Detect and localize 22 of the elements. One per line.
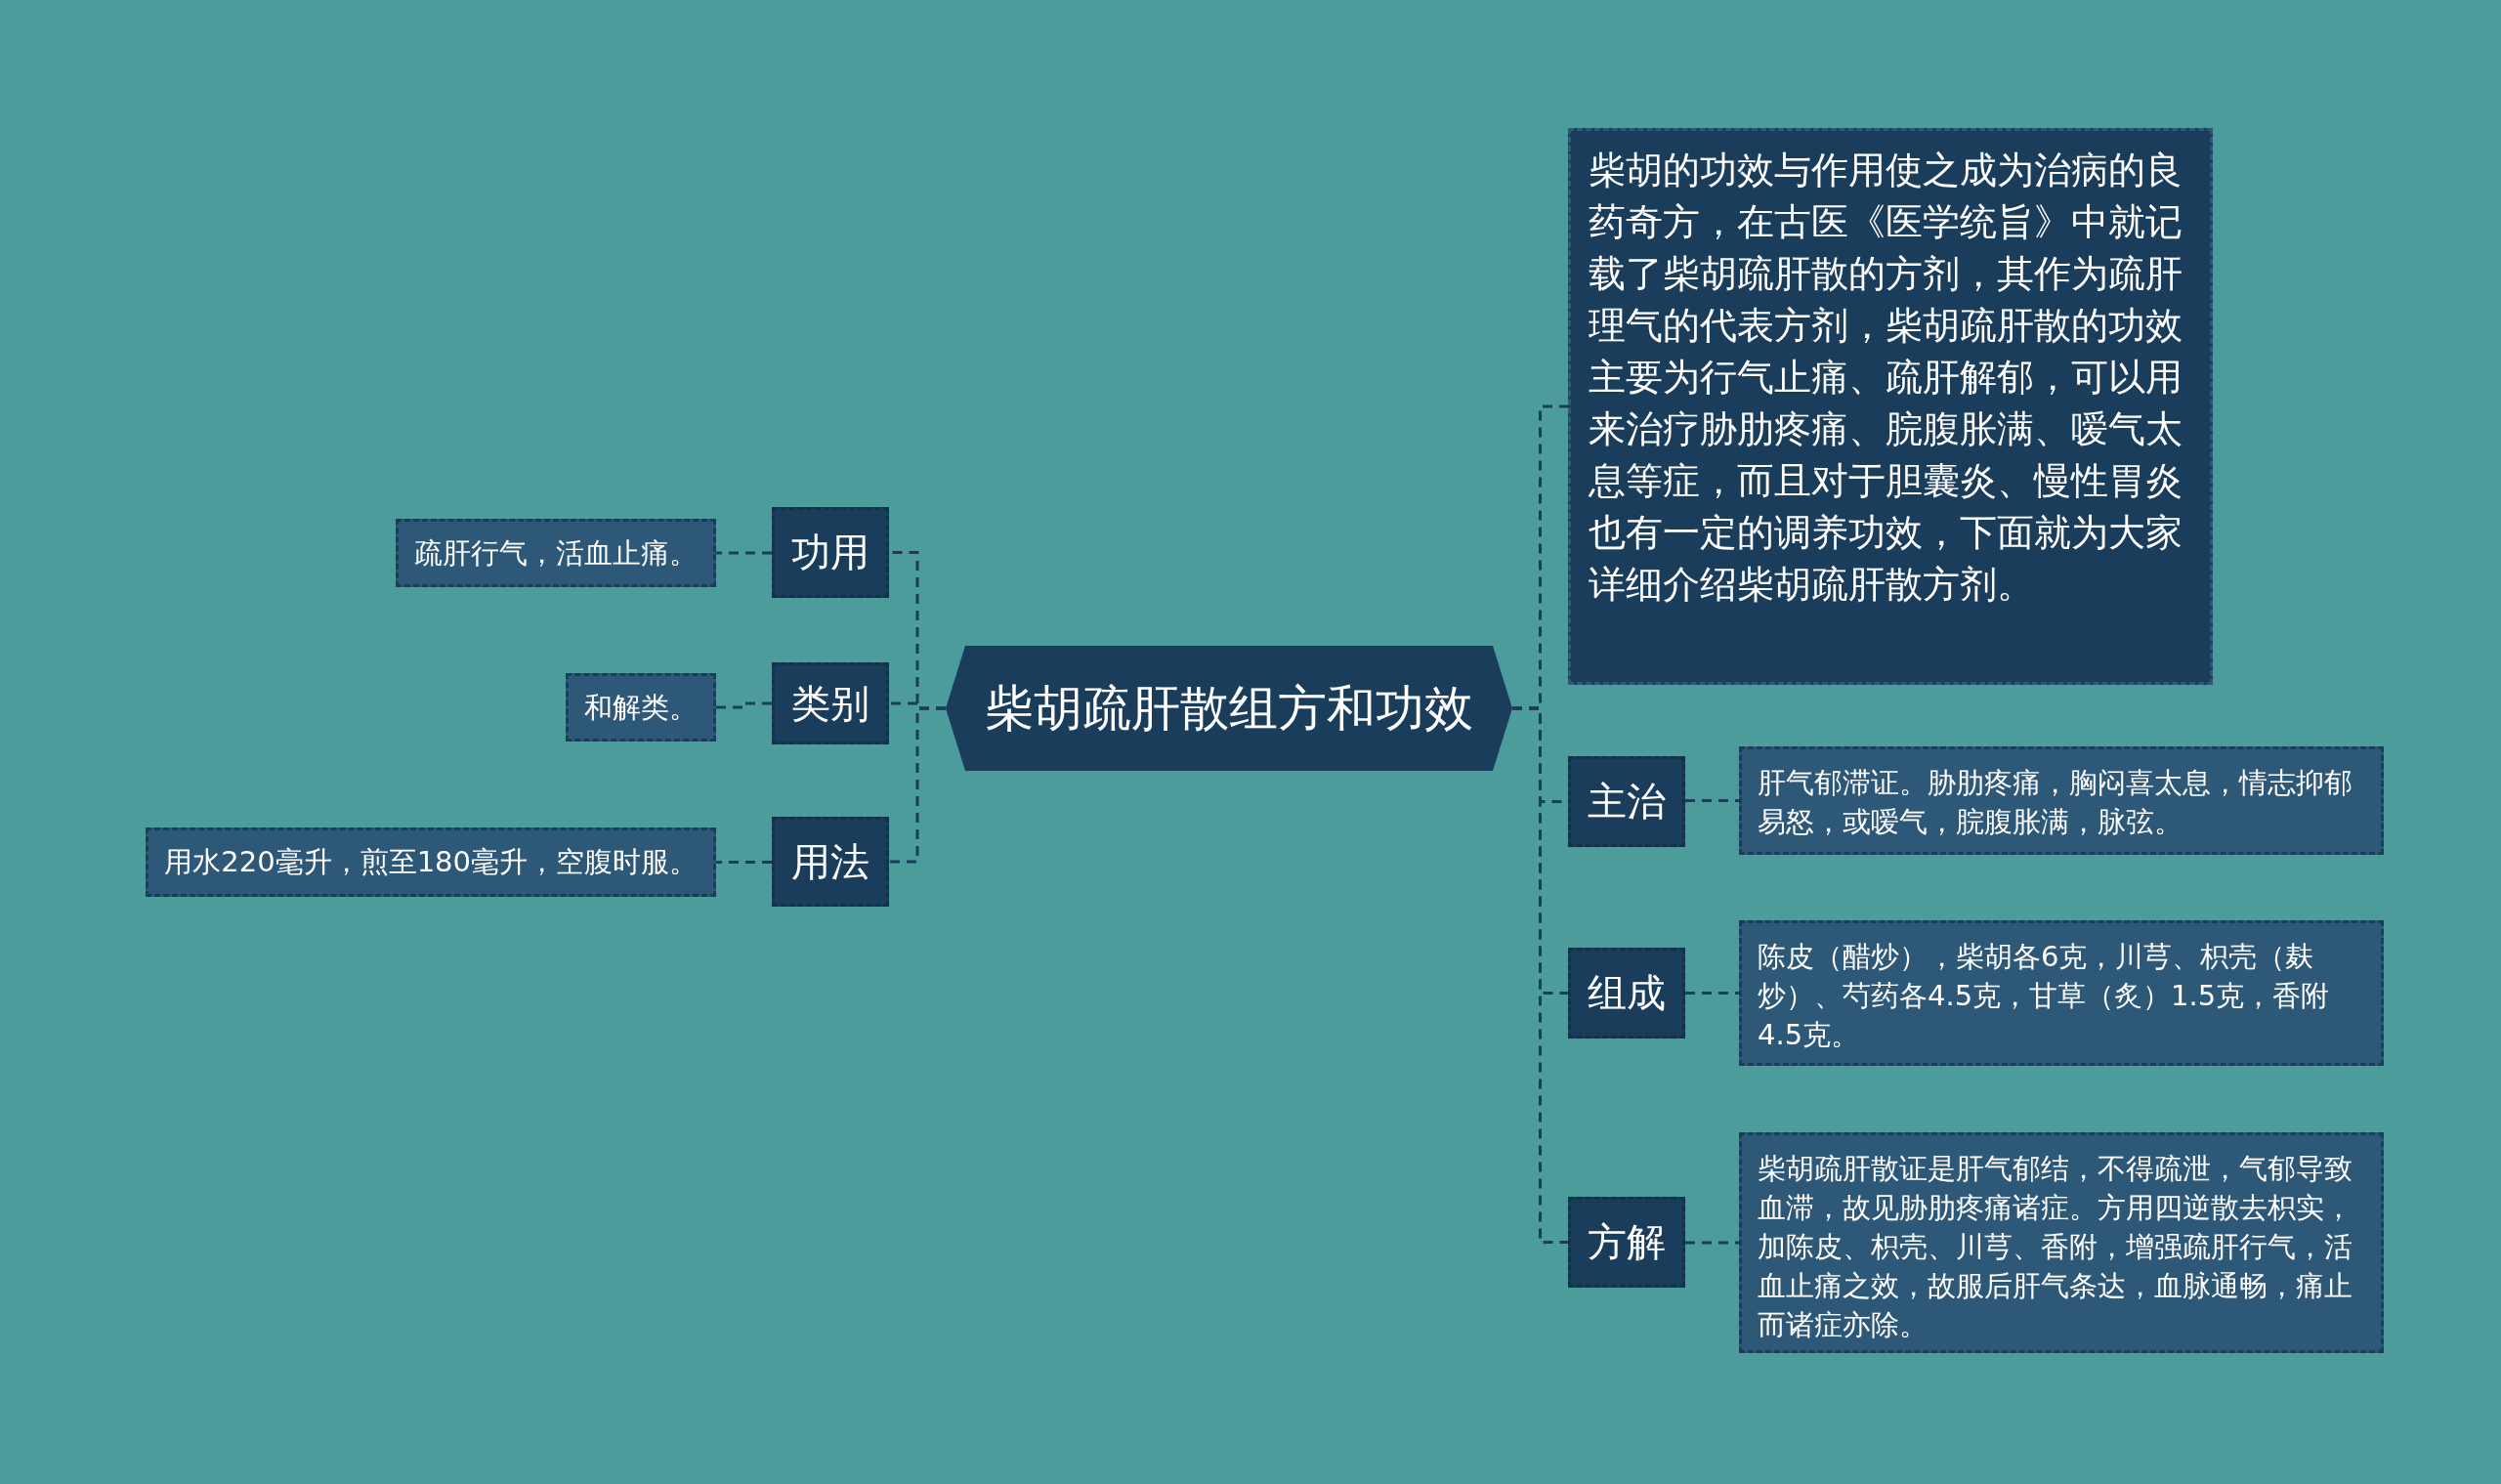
branch-label: 方解 — [1568, 1197, 1685, 1288]
connector-line — [716, 861, 772, 864]
topic-title: 柴胡疏肝散组方和功效 — [985, 678, 1473, 739]
branch-label: 组成 — [1568, 948, 1685, 1039]
branch-label: 功用 — [772, 507, 889, 598]
detail-note: 用水220毫升，煎至180毫升，空腹时服。 — [146, 827, 716, 897]
branch-label: 用法 — [772, 817, 889, 907]
connector-line — [716, 701, 772, 709]
connector-line — [1685, 992, 1739, 995]
detail-note: 肝气郁滞证。胁肋疼痛，胸闷喜太息，情志抑郁易怒，或嗳气，脘腹胀满，脉弦。 — [1739, 746, 2384, 855]
branch-label: 主治 — [1568, 756, 1685, 847]
detail-note: 柴胡疏肝散证是肝气郁结，不得疏泄，气郁导致血滞，故见胁肋疼痛诸症。方用四逆散去枳实，加陈皮、枳壳、川芎、香附，增强疏肝行气，活血止痛之效，故服后肝气条达，血脉通畅，痛止而诸症亦除。 — [1739, 1132, 2384, 1353]
connector-line — [1512, 706, 1568, 1244]
connector-line — [1685, 799, 1739, 802]
detail-note: 陈皮（醋炒），柴胡各6克，川芎、枳壳（麸炒）、芍药各4.5克，甘草（炙）1.5克，香附4.5克。 — [1739, 920, 2384, 1066]
connector-line — [1685, 1241, 1739, 1245]
connector-line — [889, 706, 946, 864]
connector-line — [716, 551, 772, 555]
branch-label: 类别 — [772, 662, 889, 744]
detail-note: 和解类。 — [566, 673, 716, 742]
description-note: 柴胡的功效与作用使之成为治病的良药奇方，在古医《医学统旨》中就记载了柴胡疏肝散的方剂，其作为疏肝理气的代表方剂，柴胡疏肝散的功效主要为行气止痛、疏肝解郁，可以用来治疗胁肋疼痛、脘腹胀满、嗳气太息等症，而且对于胆囊炎、慢性胃炎也有一定的调养功效，下面就为大家详细介绍柴胡疏肝散方剂。 — [1568, 128, 2213, 685]
detail-note: 疏肝行气，活血止痛。 — [396, 519, 716, 587]
